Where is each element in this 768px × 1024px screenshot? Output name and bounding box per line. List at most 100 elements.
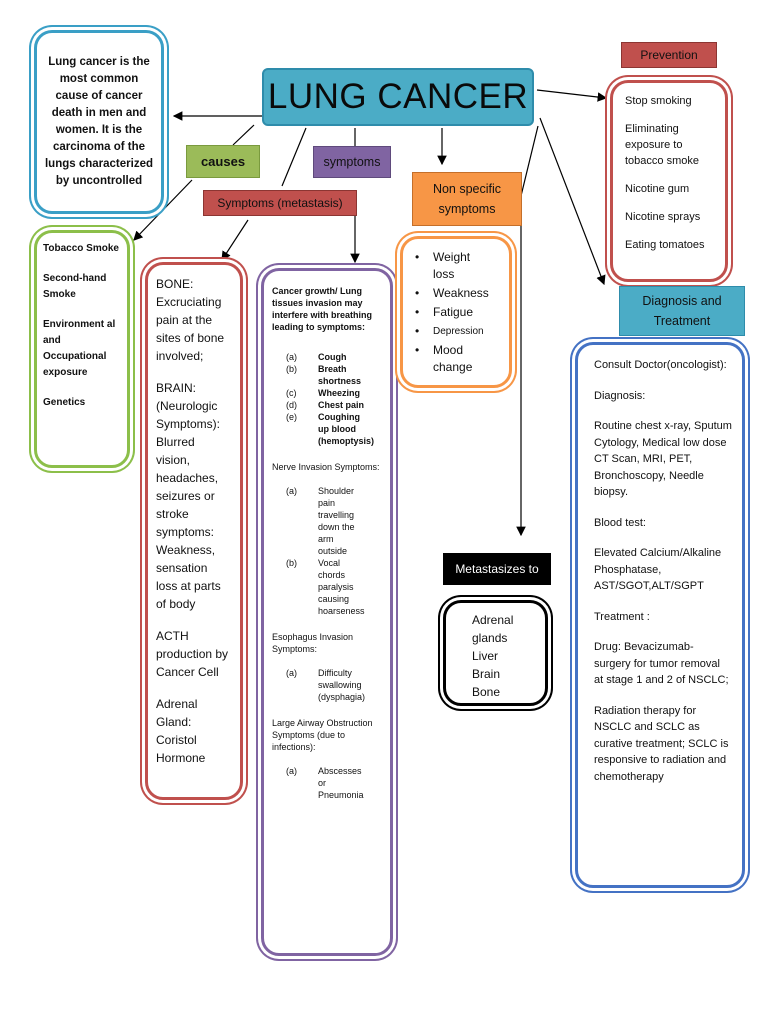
symptom-list-item: (e)Coughing up blood (hemoptysis) bbox=[286, 411, 382, 447]
title-box: LUNG CANCER bbox=[262, 68, 534, 126]
list-marker: (b) bbox=[286, 364, 297, 374]
metastasizes-item: Brain bbox=[472, 667, 501, 681]
drug-text: Drug: Bevacizumab- surgery for tumor rem… bbox=[594, 641, 729, 686]
definition-text: Lung cancer is the most common cause of … bbox=[44, 56, 153, 187]
airway-heading: Large Airway Obstruction Symptoms (due t… bbox=[272, 718, 373, 752]
nonspecific-list: •Weight loss•Weakness•Fatigue•Depression… bbox=[415, 249, 501, 376]
symptom-list-item: (a) Shoulder pain travelling down the arm… bbox=[286, 485, 382, 557]
bone-text: BONE: Excruciating pain at the sites of … bbox=[156, 277, 225, 363]
metastasizes-item: Liver bbox=[472, 649, 499, 663]
metastasizes-item: Adrenal glands bbox=[472, 613, 514, 645]
line-to-causes bbox=[232, 124, 255, 146]
arrow-metastasis-to-bone bbox=[221, 219, 249, 262]
causes-box: Tobacco Smoke Second-hand Smoke Environm… bbox=[34, 230, 130, 468]
symptom-list-item: (a) Cough bbox=[286, 351, 382, 363]
diagnosis-label-box: Diagnosis and Treatment bbox=[619, 286, 745, 336]
arrow-to-prevention bbox=[536, 89, 608, 102]
nonspecific-item: • Weight loss bbox=[415, 249, 501, 283]
metastasizes-label: Metastasizes to bbox=[455, 562, 539, 576]
bullet-icon: • bbox=[415, 324, 420, 338]
list-marker: (a) bbox=[286, 352, 297, 362]
nerve-heading: Nerve Invasion Symptoms: bbox=[272, 462, 380, 472]
definition-box: Lung cancer is the most common cause of … bbox=[34, 30, 164, 214]
detailed-symptoms-box: Cancer growth/ Lung tissues invasion may… bbox=[261, 268, 393, 956]
esophagus-list: (a) Difficulty swallowing (dysphagia) bbox=[272, 667, 382, 703]
brain-text: BRAIN: (Neurologic Symptoms): Blurred vi… bbox=[156, 381, 221, 611]
blood-test-heading: Blood test: bbox=[594, 516, 646, 529]
arrow-to-metastasizes bbox=[516, 125, 539, 537]
cause-item: Environment al and Occupational exposure bbox=[43, 319, 116, 378]
bullet-icon: • bbox=[415, 250, 420, 264]
diagnosis-box: Consult Doctor(oncologist): Diagnosis: R… bbox=[575, 342, 745, 888]
symptom-list-item: (b) Breath shortness bbox=[286, 363, 382, 387]
list-marker: (b) bbox=[286, 558, 297, 568]
list-marker: (a) bbox=[286, 668, 297, 678]
prevention-label: Prevention bbox=[640, 48, 698, 62]
symptom-list-item: (a) Abscesses or Pneumonia bbox=[286, 765, 382, 801]
arrow-causes-to-factors bbox=[133, 179, 193, 241]
symptom-list-item: (b) Vocal chords paralysis causing hoarse… bbox=[286, 557, 382, 617]
nonspecific-text: Weight loss bbox=[433, 250, 471, 281]
list-text: Wheezing bbox=[318, 388, 360, 398]
list-text: Shoulder pain travelling down the arm ou… bbox=[318, 486, 355, 556]
prevention-item: Nicotine gum bbox=[625, 183, 690, 195]
cause-item: Tobacco Smoke bbox=[43, 243, 119, 254]
page-title: LUNG CANCER bbox=[267, 77, 529, 116]
intro-text: Cancer growth/ Lung tissues invasion may… bbox=[272, 286, 373, 332]
list-marker: (a) bbox=[286, 766, 297, 776]
acth-text: ACTH production by Cancer Cell bbox=[156, 629, 229, 679]
metastasis-box: BONE: Excruciating pain at the sites of … bbox=[145, 262, 243, 800]
adrenal-text: Adrenal Gland: Coristol Hormone bbox=[156, 697, 206, 765]
metastasis-label: Symptoms (metastasis) bbox=[217, 196, 343, 210]
list-marker: (c) bbox=[286, 388, 297, 398]
bullet-icon: • bbox=[415, 305, 420, 319]
list-text: Breath shortness bbox=[318, 364, 362, 386]
prevention-item: Eating tomatoes bbox=[625, 239, 705, 251]
cause-item: Genetics bbox=[43, 397, 86, 408]
causes-label-box: causes bbox=[186, 145, 260, 178]
metastasizes-box: Adrenal glands Liver Brain Bone bbox=[443, 600, 548, 706]
cause-item: Second-hand Smoke bbox=[43, 273, 107, 300]
prevention-item: Stop smoking bbox=[625, 95, 692, 107]
consult-text: Consult Doctor(oncologist): bbox=[594, 359, 727, 371]
intro-list: (a)Cough(b)Breath shortness(c)Wheezing(d… bbox=[272, 351, 382, 447]
diagnosis-heading: Diagnosis: bbox=[594, 389, 646, 402]
symptoms-label: symptoms bbox=[323, 155, 381, 169]
metastasis-label-box: Symptoms (metastasis) bbox=[203, 190, 357, 216]
symptoms-label-box: symptoms bbox=[313, 146, 391, 178]
line-to-metastasis bbox=[281, 127, 307, 187]
prevention-item: Nicotine sprays bbox=[625, 211, 701, 223]
list-text: Chest pain bbox=[318, 400, 365, 410]
nonspecific-item: • Depression bbox=[415, 323, 501, 340]
nonspecific-text: Weakness bbox=[433, 286, 489, 300]
list-marker: (e) bbox=[286, 412, 297, 422]
nonspecific-text: Depression bbox=[433, 326, 484, 337]
radiation-text: Radiation therapy for NSCLC and SCLC as … bbox=[594, 704, 729, 783]
list-text: Difficulty swallowing (dysphagia) bbox=[318, 668, 366, 702]
blood-test-text: Elevated Calcium/Alkaline Phosphatase, A… bbox=[594, 547, 722, 592]
nonspecific-item: •Weakness bbox=[415, 285, 501, 302]
symptom-list-item: (a) Difficulty swallowing (dysphagia) bbox=[286, 667, 382, 703]
diagnosis-text: Routine chest x-ray, Sputum Cytology, Me… bbox=[594, 420, 732, 498]
nonspecific-label: Non specific symptoms bbox=[432, 182, 502, 216]
list-text: Vocal chords paralysis causing hoarsenes… bbox=[318, 558, 365, 616]
nerve-list: (a) Shoulder pain travelling down the arm… bbox=[272, 485, 382, 617]
list-text: Cough bbox=[318, 352, 347, 362]
diagnosis-label: Diagnosis and Treatment bbox=[642, 294, 722, 328]
airway-list: (a) Abscesses or Pneumonia bbox=[272, 765, 382, 801]
prevention-label-box: Prevention bbox=[621, 42, 717, 68]
nonspecific-item: • Fatigue bbox=[415, 304, 501, 321]
nonspecific-item: • Mood change bbox=[415, 342, 501, 376]
nonspecific-text: Mood change bbox=[433, 343, 473, 374]
list-marker: (a) bbox=[286, 486, 297, 496]
nonspecific-label-box: Non specific symptoms bbox=[412, 172, 522, 226]
bullet-icon: • bbox=[415, 343, 420, 357]
list-text: Abscesses or Pneumonia bbox=[318, 766, 364, 800]
nonspecific-box: •Weight loss•Weakness•Fatigue•Depression… bbox=[400, 236, 512, 388]
metastasizes-label-box: Metastasizes to bbox=[443, 553, 551, 585]
causes-label: causes bbox=[200, 154, 246, 169]
nonspecific-text: Fatigue bbox=[433, 305, 474, 319]
esophagus-heading: Esophagus Invasion Symptoms: bbox=[272, 632, 354, 654]
prevention-item: Eliminating exposure to tobacco smoke bbox=[625, 123, 699, 167]
treatment-heading: Treatment : bbox=[594, 610, 650, 623]
